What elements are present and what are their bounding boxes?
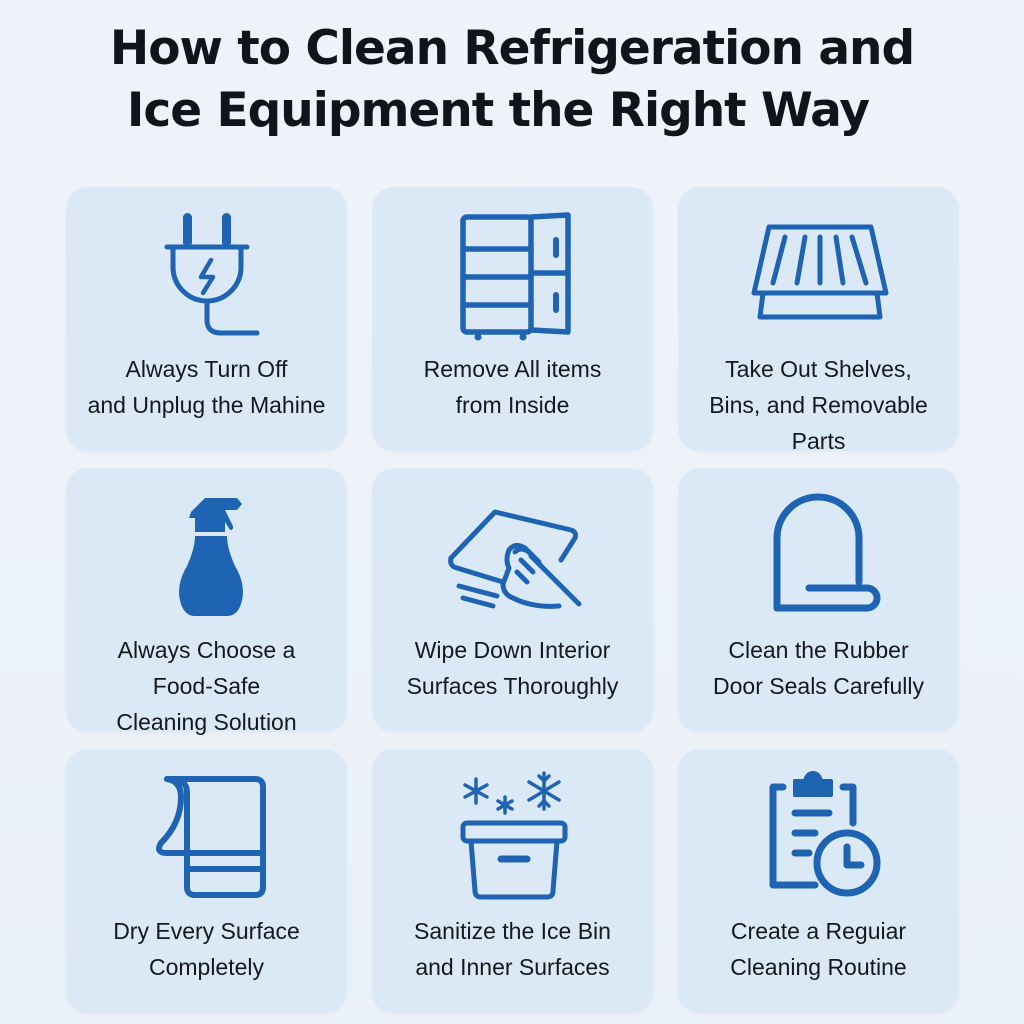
step-label: Always Choose a Food-Safe Cleaning Solut… [72, 632, 341, 740]
title-line-1: How to Clean Refrigeration and [109, 21, 915, 76]
step-label: Remove All items from Inside [378, 351, 647, 423]
label-line: Clean the Rubber [728, 637, 909, 663]
step-label: Dry Every Surface Completely [72, 913, 341, 985]
step-label: Take Out Shelves, Bins, and Removable Pa… [684, 351, 953, 459]
step-label: Wipe Down Interior Surfaces Thoroughly [378, 632, 647, 704]
step-label: Always Turn Off and Unplug the Mahine [72, 351, 341, 423]
step-card-cleaning-routine: Create a Reguiar Cleaning Routine [678, 749, 959, 1013]
wire-shelf-icon [749, 205, 889, 345]
label-line: Parts [791, 428, 846, 454]
step-card-remove-items: Remove All items from Inside [372, 187, 653, 451]
spray-bottle-icon [137, 486, 277, 626]
label-line: Create a Reguiar [730, 918, 907, 944]
clipboard-clock-icon [749, 767, 889, 907]
step-card-door-seals: Clean the Rubber Door Seals Carefully [678, 468, 959, 732]
label-line: Take Out Shelves, [725, 356, 912, 382]
step-label: Clean the Rubber Door Seals Carefully [684, 632, 953, 704]
hand-wiping-cloth-icon [443, 486, 583, 626]
open-refrigerator-icon [443, 205, 583, 345]
label-line: Always Turn Off [125, 356, 288, 382]
label-line: and Unplug the Mahine [87, 392, 326, 418]
label-line: Sanitize the Ice Bin [414, 918, 611, 944]
label-line: Always Choose a [117, 637, 296, 663]
steps-grid: Always Turn Off and Unplug the Mahine Re… [66, 187, 960, 1013]
step-card-sanitize-ice-bin: Sanitize the Ice Bin and Inner Surfaces [372, 749, 653, 1013]
power-plug-icon [137, 205, 277, 345]
step-card-dry-surfaces: Dry Every Surface Completely [66, 749, 347, 1013]
title-line-2: Ice Equipment the Right Way [126, 83, 870, 138]
label-line: Cleaning Routine [730, 954, 907, 980]
step-label: Sanitize the Ice Bin and Inner Surfaces [378, 913, 647, 985]
page-title: How to Clean Refrigeration and Ice Equip… [0, 18, 1024, 142]
label-line: from Inside [455, 392, 570, 418]
label-line: Wipe Down Interior [414, 637, 611, 663]
towel-icon [137, 767, 277, 907]
step-card-unplug: Always Turn Off and Unplug the Mahine [66, 187, 347, 451]
step-card-wipe-interior: Wipe Down Interior Surfaces Thoroughly [372, 468, 653, 732]
label-line: Food-Safe [152, 673, 261, 699]
step-card-remove-shelves: Take Out Shelves, Bins, and Removable Pa… [678, 187, 959, 454]
ice-bin-snowflakes-icon [443, 767, 583, 907]
step-card-cleaning-solution: Always Choose a Food-Safe Cleaning Solut… [66, 468, 347, 735]
label-line: Dry Every Surface [113, 918, 300, 944]
label-line: Cleaning Solution [116, 709, 297, 735]
label-line: Door Seals Carefully [713, 673, 924, 699]
step-label: Create a Reguiar Cleaning Routine [684, 913, 953, 985]
label-line: and Inner Surfaces [415, 954, 610, 980]
label-line: Remove All items [423, 356, 602, 382]
label-line: Completely [148, 954, 265, 980]
label-line: Bins, and Removable [709, 392, 928, 418]
rubber-door-seal-icon [749, 486, 889, 626]
label-line: Surfaces Thoroughly [406, 673, 619, 699]
